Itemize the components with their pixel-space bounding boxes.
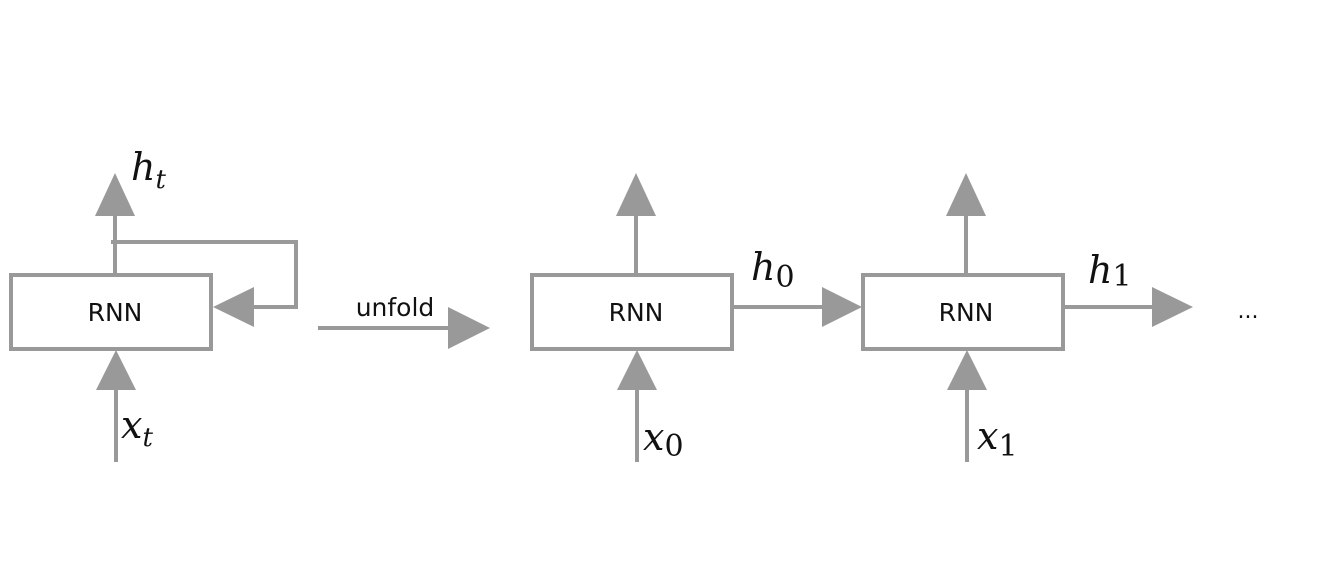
step-1-rnn-box <box>861 273 1065 351</box>
step-1-input-label: x1 <box>977 414 1018 464</box>
step-0-input-label: x0 <box>643 415 684 464</box>
step-0-input-arrowhead <box>617 350 657 390</box>
continuation-ellipsis: ... <box>1238 299 1259 324</box>
unrolled-step-0: RNN h0 x0 <box>530 173 862 464</box>
folded-output-arrowhead <box>95 173 135 216</box>
step-0-hidden-label: h0 <box>751 245 795 295</box>
recurrent-loop-arrowhead <box>213 287 254 327</box>
recurrent-loop-line <box>111 240 298 309</box>
folded-rnn: RNN ht xt <box>9 145 298 462</box>
step-1-output-arrowhead <box>946 173 986 216</box>
unfold-arrowhead <box>448 307 490 349</box>
folded-input-label: xt <box>121 403 153 453</box>
step-0-hidden-arrowhead <box>822 287 862 327</box>
folded-rnn-box <box>9 273 213 351</box>
step-1-hidden-label: h1 <box>1088 248 1132 294</box>
folded-input-arrowhead <box>96 350 136 390</box>
step-0-rnn-box <box>530 273 734 351</box>
unfold-label: unfold <box>356 293 435 322</box>
unfold-transition: unfold <box>318 293 490 349</box>
unrolled-step-1: RNN h1 x1 <box>861 173 1193 464</box>
step-0-rnn-label: RNN <box>609 298 664 327</box>
step-1-hidden-arrowhead <box>1152 287 1193 327</box>
folded-rnn-label: RNN <box>88 298 143 327</box>
step-1-input-arrowhead <box>947 350 987 390</box>
step-1-rnn-label: RNN <box>939 298 994 327</box>
step-0-output-arrowhead <box>616 173 656 216</box>
folded-output-label: ht <box>131 145 166 195</box>
